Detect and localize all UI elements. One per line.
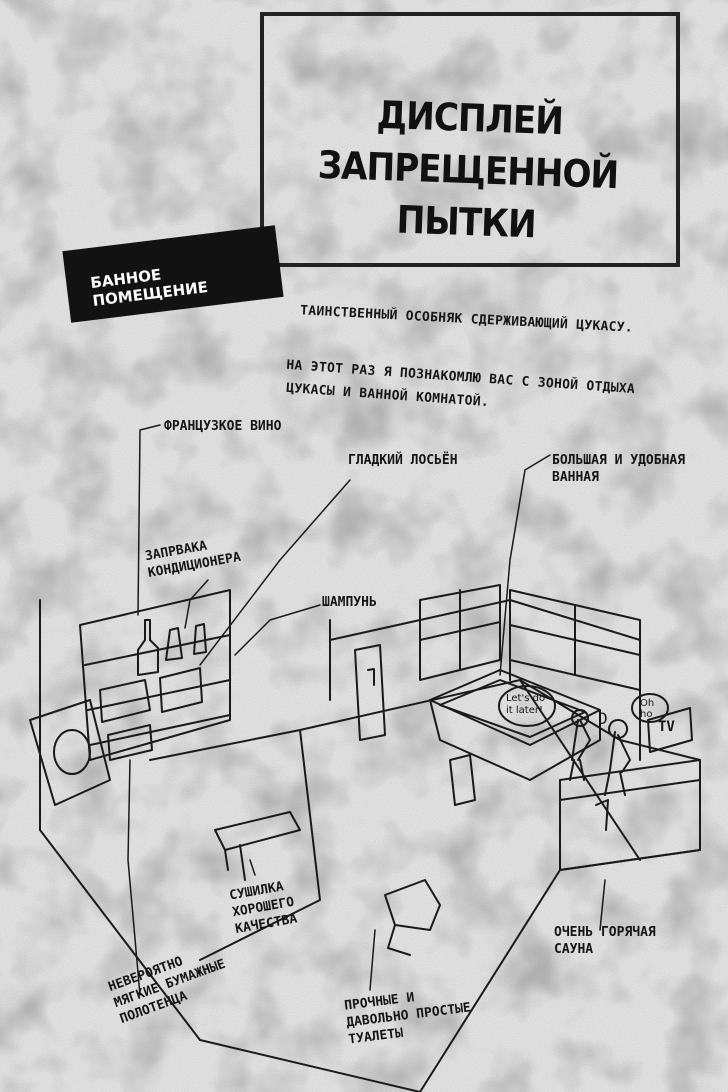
conditioner-bottle <box>165 623 207 661</box>
shelf-unit <box>79 589 231 761</box>
label-dryer: СУШИЛКА ХОРОШЕГО КАЧЕСТВА <box>228 879 299 938</box>
leader-shampoo <box>234 604 321 656</box>
towels <box>99 667 203 761</box>
toilet <box>384 879 441 956</box>
window <box>419 584 641 691</box>
label-sauna: ОЧЕНЬ ГОРЯЧАЯ САУНА <box>554 925 656 957</box>
leader-dryer <box>249 859 256 876</box>
sauna-heater <box>595 799 609 831</box>
wine-bottle <box>137 619 159 676</box>
leader-conditioner <box>184 579 209 629</box>
tv-text: TV <box>658 719 675 735</box>
label-shampoo: ШАМПУНЬ <box>322 595 377 610</box>
bubble-1-text: Let's do it later! <box>506 693 546 716</box>
label-wine: ФРАНЦУЗКОЕ ВИНО <box>164 419 282 434</box>
tv <box>647 707 693 753</box>
washing-machine <box>29 699 111 806</box>
figure-right <box>604 719 631 796</box>
leader-lotion <box>199 479 351 666</box>
leader-sauna <box>599 879 606 931</box>
leader-towels <box>127 759 141 996</box>
sauna <box>559 759 701 871</box>
bubble-2-text: Oh ho <box>640 698 655 720</box>
door <box>354 644 386 741</box>
door-letter: D <box>598 709 608 728</box>
speech-bubble-2 <box>631 693 669 723</box>
label-bath: БОЛЬШАЯ И УДОБНАЯ ВАННАЯ <box>552 453 686 485</box>
leader-toilets <box>369 929 376 991</box>
dryer <box>214 811 301 881</box>
washer-door <box>53 729 91 775</box>
figure-left <box>569 709 591 781</box>
leader-wine <box>137 424 161 616</box>
cabinet <box>449 754 476 806</box>
speech-bubble-1 <box>498 685 556 727</box>
title-frame <box>260 12 680 267</box>
label-lotion: ГЛАДКИЙ ЛОСЬЁН <box>348 453 458 468</box>
leader-bath <box>499 454 551 676</box>
